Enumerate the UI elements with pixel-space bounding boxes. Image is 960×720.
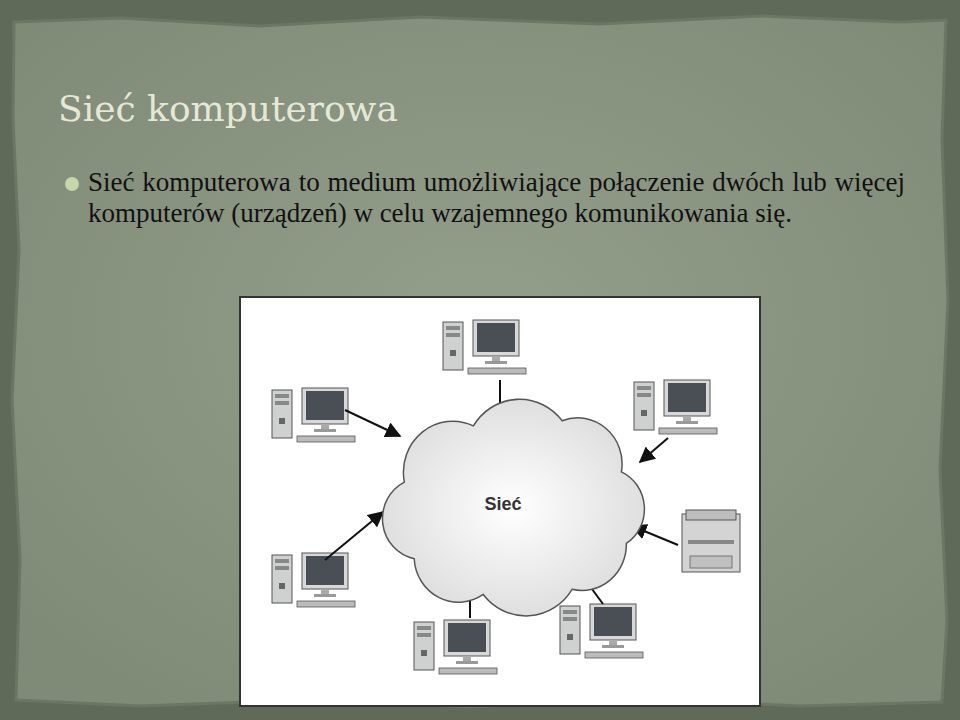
slide-title: Sieć komputerowa [58,88,398,129]
bullet-text: Sieć komputerowa to medium umożliwiające… [88,167,905,229]
cloud-label: Sieć [355,494,651,515]
network-cloud: Sieć [355,385,651,620]
